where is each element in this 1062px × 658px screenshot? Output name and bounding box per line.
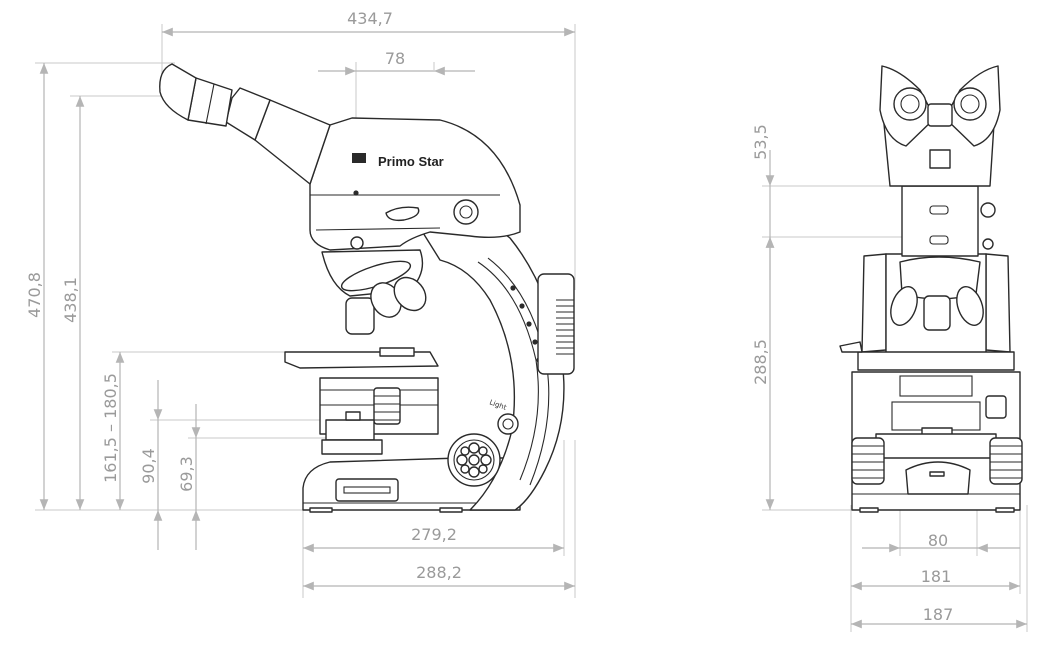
- dim-total-height: 470,8: [25, 272, 44, 318]
- side-view-microscope: Light Primo Star: [159, 63, 575, 513]
- dim-base-depth: 279,2: [411, 525, 457, 544]
- dim-eyepiece-height: 438,1: [61, 277, 80, 323]
- dim-stage-height: 161,5 – 180,5: [101, 373, 120, 483]
- dim-body-height: 288,5: [751, 339, 770, 385]
- zeiss-logo: [352, 153, 366, 163]
- dim-overall-depth: 288,2: [416, 563, 462, 582]
- dim-head-height: 53,5: [751, 124, 770, 160]
- front-view-microscope: [839, 65, 1023, 513]
- front-dimensions: 53,5 288,5 80 181 187: [751, 124, 1028, 632]
- dim-head-offset: 78: [385, 49, 405, 68]
- dim-condenser-height: 90,4: [139, 448, 158, 484]
- dim-overall-width: 187: [923, 605, 954, 624]
- dim-inner-width: 80: [928, 531, 948, 550]
- dim-base-width: 181: [921, 567, 952, 586]
- model-label: Primo Star: [378, 154, 444, 169]
- dim-lower-height: 69,3: [177, 456, 196, 492]
- light-label: Light: [488, 398, 507, 412]
- side-dimensions: 434,7 78 470,8 438,1 161,5 – 180,5 90,4 …: [25, 9, 576, 598]
- dim-width-top: 434,7: [347, 9, 393, 28]
